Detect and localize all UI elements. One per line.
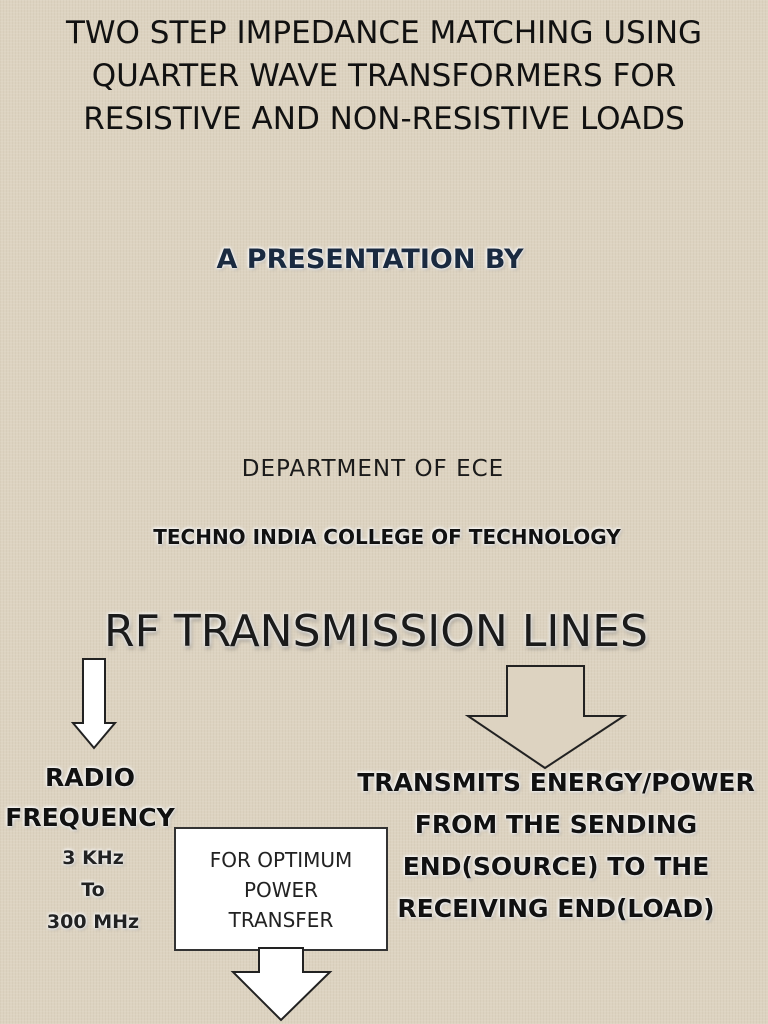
- range-end: 300 MHz: [46, 911, 140, 933]
- down-arrow-icon: [70, 658, 118, 750]
- range-to: To: [81, 879, 105, 901]
- department-label: DEPARTMENT OF ECE: [241, 456, 505, 482]
- college-name: TECHNO INDIA COLLEGE OF TECHNOLOGY: [153, 525, 621, 549]
- transmits-line: TRANSMITS ENERGY/POWER: [357, 768, 755, 797]
- radio-frequency-label: RADIO FREQUENCY: [0, 758, 180, 838]
- transmits-energy-text: TRANSMITS ENERGY/POWER FROM THE SENDING …: [346, 762, 766, 930]
- title-line: TWO STEP IMPEDANCE MATCHING USING: [65, 15, 703, 51]
- presentation-by-heading: A PRESENTATION BY: [216, 244, 524, 275]
- frequency-line: FREQUENCY: [5, 803, 175, 832]
- optimum-line: TRANSFER: [228, 908, 334, 932]
- transmits-line: FROM THE SENDING: [414, 810, 698, 839]
- optimum-line: FOR OPTIMUM: [209, 848, 353, 872]
- bottom-down-arrow-icon: [230, 947, 333, 1022]
- slide-title: TWO STEP IMPEDANCE MATCHING USING QUARTE…: [0, 12, 768, 141]
- rf-transmission-lines-heading: RF TRANSMISSION LINES: [104, 606, 648, 657]
- optimum-line: POWER: [243, 878, 319, 902]
- radio-line: RADIO: [45, 763, 135, 792]
- transmits-line: END(SOURCE) TO THE: [402, 852, 710, 881]
- title-line: QUARTER WAVE TRANSFORMERS FOR: [91, 58, 677, 94]
- large-down-arrow-icon: [464, 665, 628, 770]
- optimum-power-transfer-box: FOR OPTIMUM POWER TRANSFER: [174, 827, 388, 951]
- frequency-range: 3 KHz To 300 MHz: [0, 842, 186, 938]
- transmits-line: RECEIVING END(LOAD): [397, 894, 715, 923]
- title-line: RESISTIVE AND NON-RESISTIVE LOADS: [83, 101, 685, 137]
- range-start: 3 KHz: [62, 847, 124, 869]
